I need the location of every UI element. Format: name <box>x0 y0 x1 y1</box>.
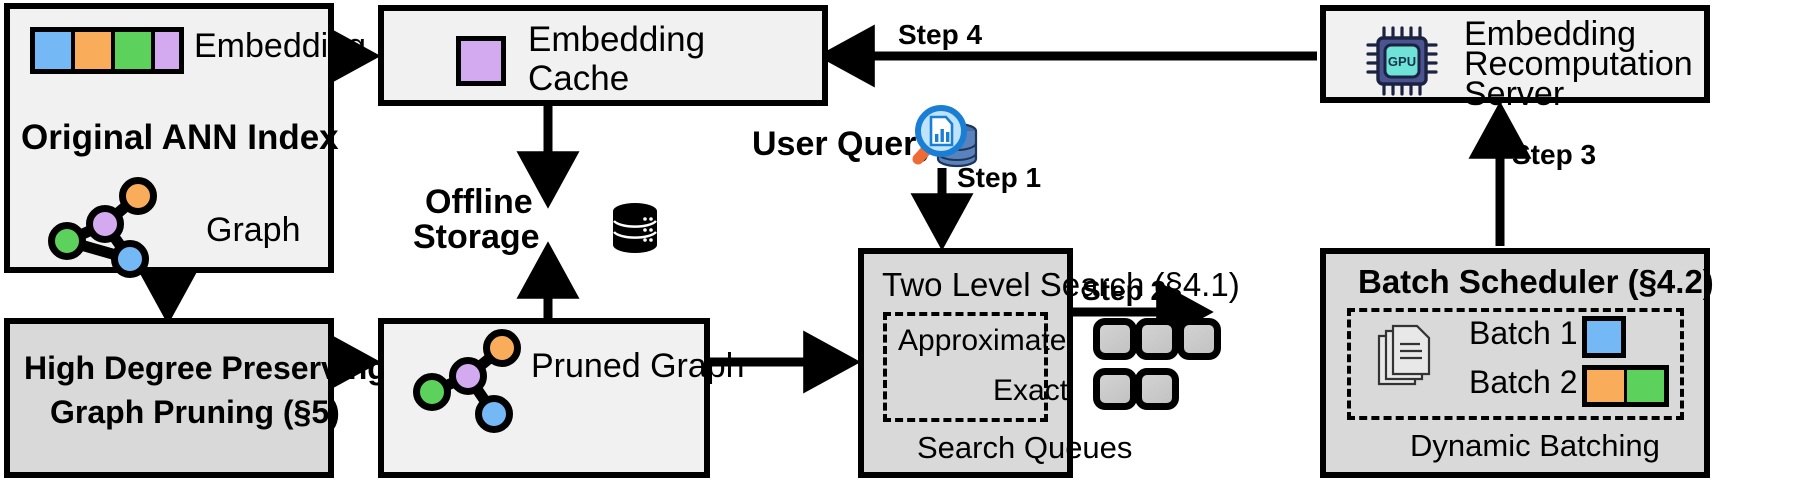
step-3-label: Step 3 <box>1512 139 1597 170</box>
recomputation-server-line1: Embedding <box>1464 15 1637 53</box>
graph-node-blue <box>111 240 149 278</box>
step-2-label: Step 2 <box>1082 275 1167 306</box>
batch-1-cell-blue <box>1582 316 1626 358</box>
batch-2-label: Batch 2 <box>1469 364 1578 400</box>
embedding-cache-line1: Embedding <box>528 20 706 59</box>
graph-label: Graph <box>206 211 301 249</box>
approximate-queue-slot-1[interactable] <box>1093 318 1137 360</box>
graph-pruning-box: High Degree Preserving Graph Pruning (§5… <box>4 318 387 478</box>
exact-queue-slot-2[interactable] <box>1135 368 1179 410</box>
dynamic-batching-caption: Dynamic Batching <box>1410 428 1660 463</box>
approximate-queue-slot-2[interactable] <box>1135 318 1179 360</box>
exact-label: Exact <box>993 374 1069 407</box>
step-4-label: Step 4 <box>898 19 983 50</box>
embedding-cell-green <box>115 32 151 69</box>
embedding-cache-box: Embedding Cache <box>378 5 828 106</box>
embedding-cell-purple <box>155 32 179 69</box>
embedding-cache-swatch <box>456 36 506 86</box>
recomputation-server-line2: Recomputation <box>1464 45 1693 83</box>
exact-queue-slot-1[interactable] <box>1093 368 1137 410</box>
graph-node-green <box>48 222 86 260</box>
approximate-queue-slot-3[interactable] <box>1177 318 1221 360</box>
approximate-label: Approximate <box>898 324 1067 357</box>
offline-storage-line2: Storage <box>413 218 540 256</box>
magnifier-database-icon <box>912 105 978 168</box>
two-level-search-title: Two Level Search (§4.1) <box>882 266 1240 303</box>
graph-pruning-line1: High Degree Preserving <box>24 350 387 386</box>
embedding-cell-orange <box>75 32 111 69</box>
pruned-node-orange <box>483 329 521 367</box>
recomputation-server-line3: Server <box>1464 75 1565 113</box>
pruned-graph-box: Pruned Graph <box>378 318 745 478</box>
batch-1-label: Batch 1 <box>1469 315 1578 351</box>
search-queues-caption: Search Queues <box>917 430 1133 465</box>
offline-storage-line1: Offline <box>425 183 533 221</box>
batch-2-cell-green <box>1627 370 1664 402</box>
recomputation-server-box: GPU Embedding Recomputation Server <box>1320 5 1710 112</box>
pruned-node-blue <box>475 395 513 433</box>
dynamic-batching-dashed-region <box>1347 308 1684 420</box>
database-cylinder-icon <box>613 203 657 253</box>
batch-2-cell-orange <box>1587 370 1624 402</box>
embedding-cache-line2: Cache <box>528 59 630 98</box>
search-queues-dashed-region <box>883 312 1048 422</box>
embedding-label: Embedding <box>194 27 367 65</box>
pruned-node-green <box>413 373 451 411</box>
embedding-cell-blue <box>35 32 71 69</box>
graph-node-orange <box>119 177 157 215</box>
original-ann-index-box: Embedding Original ANN Index Graph <box>4 3 366 278</box>
gpu-chip-icon: GPU <box>1366 26 1438 96</box>
graph-node-purple <box>86 205 124 243</box>
batch-scheduler-title: Batch Scheduler (§4.2) <box>1358 263 1714 300</box>
pruned-graph-label: Pruned Graph <box>531 347 745 385</box>
user-query-label: User Query <box>752 125 936 163</box>
pruned-node-purple <box>449 357 487 395</box>
step-1-label: Step 1 <box>957 162 1042 193</box>
two-level-search-card <box>858 248 1073 478</box>
documents-stack-icon <box>1377 324 1431 386</box>
original-ann-index-title: Original ANN Index <box>21 118 339 157</box>
svg-text:GPU: GPU <box>1388 54 1416 69</box>
graph-pruning-line2: Graph Pruning (§5) <box>50 394 340 430</box>
